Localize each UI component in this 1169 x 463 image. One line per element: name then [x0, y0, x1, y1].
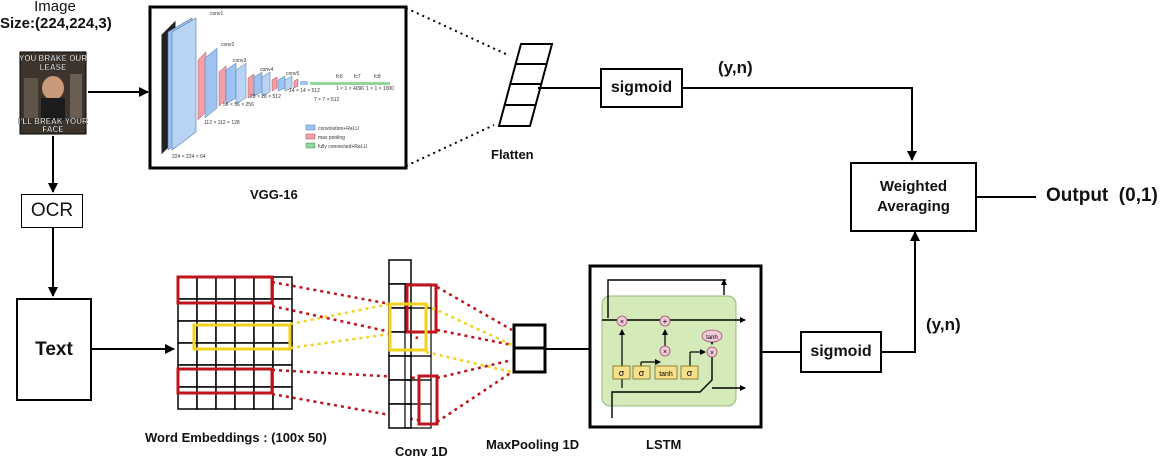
conv-cell [388, 355, 412, 381]
legend-label: max pooling [318, 135, 345, 141]
arrow-top-sigmoid-to-weighted [683, 87, 917, 161]
conv-highlight-red [417, 374, 439, 426]
embedding-cell [177, 386, 198, 410]
lstm-op-label: × [620, 319, 624, 326]
maxpool-label: MaxPooling 1D [486, 437, 580, 452]
vgg-dim-label: 56 × 56 × 256 [223, 102, 254, 108]
weighted-line1: Weighted [879, 178, 948, 195]
word-embeddings-label: Word Embeddings : (100x 50) [145, 430, 327, 445]
legend-swatch-fc [305, 142, 316, 149]
embedding-cell [234, 342, 255, 366]
sigmoid-bottom-box: sigmoid [800, 331, 882, 373]
conv-maxpool-connectors [425, 285, 513, 424]
lstm-op-label: × [663, 349, 667, 356]
dotted-connector [405, 7, 509, 56]
embedding-cell [215, 276, 236, 300]
embedding-highlight-red [176, 367, 274, 395]
output-label: Output (0,1) [1046, 185, 1158, 206]
embedding-cell [272, 276, 293, 300]
yn-bottom-label: (y,n) [926, 315, 961, 334]
vgg-layer-label: conv3 [233, 58, 247, 64]
vgg-layer-label: fc6 [336, 74, 343, 80]
vgg-layer-label: conv4 [260, 67, 274, 73]
embedding-cell [215, 386, 236, 410]
lstm-gate-label: tanh [659, 371, 673, 378]
conv-highlight-red [405, 283, 438, 334]
embedding-cell [196, 276, 217, 300]
lstm-gate-label: σ [639, 368, 645, 378]
legend-swatch-conv [305, 124, 316, 131]
conv-cell [388, 331, 412, 357]
meme-bottom-text-2: FACE [42, 125, 64, 134]
vgg-layer-label: fc8 [374, 74, 381, 80]
flatten-vector [497, 43, 554, 127]
weighted-averaging-box: Weighted Averaging [850, 162, 977, 232]
vgg-dim-label: 1 × 1 × 4096 [336, 86, 364, 92]
vgg-dim-label: 224 × 224 × 64 [172, 154, 206, 160]
text-box: Text [16, 298, 92, 401]
lstm-gate-label: σ [619, 368, 625, 378]
vgg-caption: VGG-16 [250, 187, 298, 202]
ocr-box: OCR [21, 194, 83, 228]
dotted-connector [405, 124, 495, 167]
meme-image: YOU BRAKE OUR LEASE I'LL BREAK YOUR FACE [18, 51, 88, 135]
embedding-cell [253, 276, 274, 300]
conv-cell [388, 379, 412, 405]
embedding-cell [272, 298, 293, 322]
vgg-layer-label: conv1 [210, 11, 224, 17]
conv1d-label: Conv 1D [395, 444, 448, 459]
lstm-op-label: × [710, 350, 714, 357]
yn-top-label: (y,n) [718, 58, 753, 77]
embedding-cell [196, 342, 217, 366]
arrow-bottom-sigmoid-to-weighted [882, 231, 920, 353]
vgg-layer-label: conv2 [221, 42, 235, 48]
embedding-cell [253, 386, 274, 410]
embedding-cell [272, 364, 293, 388]
embedding-highlight-red [176, 275, 274, 305]
legend-label: fully connected+ReLU [318, 144, 367, 150]
conv-cell [388, 259, 412, 285]
embedding-cell [234, 386, 255, 410]
embedding-cell [177, 276, 198, 300]
lstm-tanh-label: tanh [706, 335, 718, 341]
conv1d-column [388, 259, 439, 429]
sigmoid-top-box: sigmoid [600, 68, 683, 108]
vgg-dim-label: 14 × 14 × 512 [289, 88, 320, 94]
meme-top-text-2: LEASE [40, 63, 67, 72]
vgg-architecture: conv1 conv2 conv3 conv4 conv5 fc6 fc7 fc… [161, 11, 394, 160]
vgg-dim-label: 28 × 28 × 512 [250, 94, 281, 100]
lstm-op-label: + [663, 317, 668, 326]
lstm-caption: LSTM [646, 437, 682, 452]
image-size-label: Image Size:(224,224,3) [0, 0, 112, 32]
image-label-line1: Image [34, 0, 76, 15]
legend-swatch-pool [305, 133, 316, 140]
legend-label: convolution+ReLU [318, 126, 359, 132]
embedding-cell [272, 386, 293, 410]
image-label-line2: Size:(224,224,3) [0, 15, 112, 32]
vgg-layer-label: fc7 [354, 74, 361, 80]
vgg-dim-label: 7 × 7 × 512 [314, 97, 340, 103]
embedding-cell [253, 342, 274, 366]
conv-highlight-yellow [388, 302, 428, 352]
embedding-cell [234, 276, 255, 300]
maxpool-block [512, 323, 547, 374]
meme-bottom-text: I'LL BREAK YOUR [18, 117, 88, 126]
embedding-cell [196, 386, 217, 410]
flatten-label: Flatten [491, 147, 534, 162]
meme-top-text: YOU BRAKE OUR [19, 54, 87, 63]
word-embeddings-grid [176, 275, 293, 410]
vgg-layer-label: conv5 [286, 71, 300, 77]
embedding-cell [215, 342, 236, 366]
vgg-dim-label: 112 × 112 × 128 [204, 120, 240, 126]
conv-cell [388, 403, 412, 429]
lstm-gate-label: σ [687, 368, 693, 378]
weighted-line2: Averaging [877, 198, 950, 215]
embedding-highlight-yellow [192, 323, 292, 351]
vgg-dim-label: 1 × 1 × 1000 [366, 86, 394, 92]
lstm-cell: σ σ tanh σ × + × × tanh [588, 264, 763, 429]
